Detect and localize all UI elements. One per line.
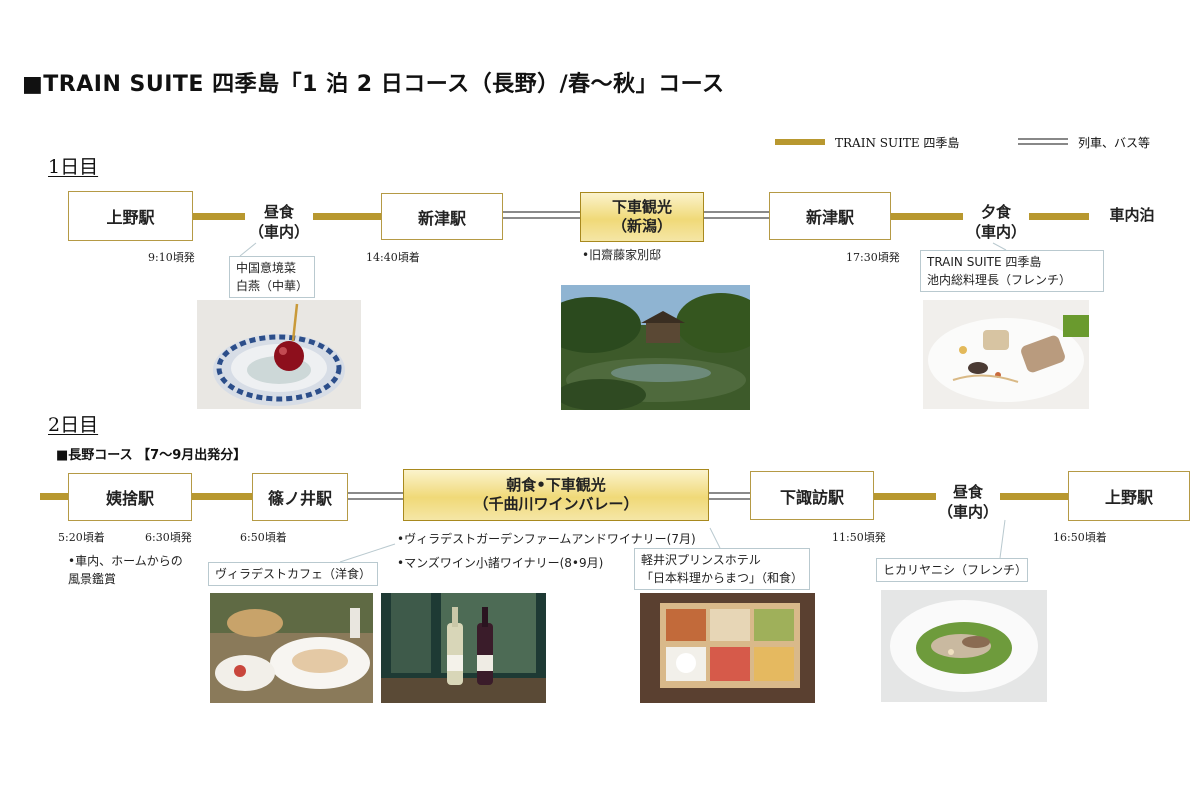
shinonoi-arrive-time: 6:50頃着 [240,531,287,544]
station-niitsu-arrive-label: 新津駅 [417,208,466,228]
course-subtitle: ■長野コース 【7～9月出発分】 [56,448,247,463]
photo-chinese-dessert [197,300,361,409]
legend-gold-line [775,139,825,145]
station-shimosuwa-label: 下諏訪駅 [779,487,844,507]
niitsu-arrive-time: 14:40頃着 [366,251,420,264]
route-gold-segment [192,493,252,500]
station-obasute-label: 姨捨駅 [105,489,154,508]
shimosuwa-depart-time: 11:50頃発 [832,531,886,544]
ueno-arrive-time: 16:50頃着 [1053,531,1107,544]
station-ueno-day1: 上野駅 [68,191,193,241]
karuizawa-callout: 軽井沢プリンスホテル 「日本料理からまつ」（和食） [634,548,810,590]
dinner-day1: 夕食 （車内） [963,202,1029,243]
legend-other-label: 列車、バス等 [1078,136,1151,150]
route-other-segment [348,492,403,500]
station-shimosuwa: 下諏訪駅 [750,471,874,520]
sightseeing-niigata-line2: （新潟） [611,217,672,235]
lunch-day2-callout: ヒカリヤニシ（フレンチ） [876,558,1028,582]
karuizawa-callout-line2: 「日本料理からまつ」（和食） [641,571,804,585]
connector-cafe [339,543,396,563]
station-ueno-day1-label: 上野駅 [106,208,155,227]
lunch-day1-callout-line1: 中国意境菜 [236,261,297,275]
winery-note-1: •ヴィラデストガーデンファームアンドワイナリー(7月) [397,532,696,546]
dinner-day1-callout: TRAIN SUITE 四季島 池内総料理長（フレンチ） [920,250,1104,292]
dinner-day1-line1: 夕食 [980,203,1011,221]
lunch-day1-line1: 昼食 [263,203,294,221]
connector-karuizawa [709,527,721,549]
route-gold-segment [40,493,68,500]
breakfast-line2: （千曲川ワインバレー） [473,495,639,513]
winery-note-2: •マンズワイン小諸ワイナリー(8•9月) [397,556,604,570]
dinner-day1-callout-line2: 池内総料理長（フレンチ） [927,273,1072,287]
lunch-day2-line2: （車内） [937,503,998,522]
station-ueno-day2: 上野駅 [1068,471,1190,521]
dinner-day1-line2: （車内） [965,223,1026,242]
station-niitsu-depart: 新津駅 [769,192,891,240]
obasute-note-line1: •車内、ホームからの [68,554,183,568]
sightseeing-niigata-line1: 下車観光 [611,197,672,216]
photo-french-lunch [881,590,1047,702]
ueno-depart-time: 9:10頃発 [148,251,195,264]
sightseeing-note: •旧齋藤家別邸 [582,248,662,262]
connector-day2-lunch [999,519,1006,559]
legend-double-line [1018,138,1068,145]
obasute-depart-time: 6:30頃発 [145,531,192,544]
lunch-day1: 昼食 （車内） [245,202,313,243]
lunch-day2-line1: 昼食 [952,483,983,501]
station-shinonoi-label: 篠ノ井駅 [267,489,332,508]
lunch-day1-line2: （車内） [248,223,309,242]
dinner-day1-callout-line1: TRAIN SUITE 四季島 [927,255,1042,269]
day2-label: 2日目 [48,414,99,436]
photo-saito-villa [561,285,750,410]
lunch-day1-callout: 中国意境菜 白燕（中華） [229,256,316,298]
photo-cafe-lunch [210,593,373,703]
obasute-note: •車内、ホームからの 風景鑑賞 [68,552,183,588]
lunch-day1-callout-line2: 白燕（中華） [236,279,309,293]
route-other-segment [709,492,750,500]
route-gold-segment [313,213,381,220]
route-gold-segment [891,213,963,220]
connector-day1-lunch [239,242,257,257]
lunch-day2: 昼食 （車内） [936,482,1000,523]
breakfast-sightseeing-wine-valley: 朝食•下車観光 （千曲川ワインバレー） [403,469,709,521]
route-gold-segment [874,493,936,500]
niitsu-depart-time: 17:30頃発 [846,251,900,264]
photo-japanese-bento [640,593,815,703]
route-other-segment [503,211,580,219]
overnight-label: 車内泊 [1109,206,1155,224]
station-niitsu-depart-label: 新津駅 [805,208,854,227]
cafe-callout: ヴィラデストカフェ（洋食） [208,562,379,586]
station-niitsu-arrive: 新津駅 [381,193,503,240]
route-gold-segment [1000,493,1068,500]
karuizawa-callout-line1: 軽井沢プリンスホテル [641,553,761,567]
photo-french-dinner [923,300,1089,409]
sightseeing-niigata: 下車観光 （新潟） [580,192,704,242]
page-title: ■TRAIN SUITE 四季島「1 泊 2 日コース（長野）/春～秋」コース [22,72,725,97]
breakfast-line1: 朝食•下車観光 [506,475,606,494]
photo-wine-bottles [381,593,546,703]
obasute-note-line2: 風景鑑賞 [68,572,117,586]
route-gold-segment [193,213,245,220]
station-shinonoi: 篠ノ井駅 [252,473,348,521]
connector-day1-dinner [992,242,1007,251]
route-other-segment [704,211,769,219]
station-obasute: 姨捨駅 [68,473,192,521]
obasute-arrive-time: 5:20頃着 [58,531,105,544]
station-ueno-day2-label: 上野駅 [1104,488,1153,507]
day1-label: 1日目 [48,156,99,178]
route-gold-segment [1029,213,1089,220]
legend-train-suite-label: TRAIN SUITE 四季島 [835,136,960,150]
